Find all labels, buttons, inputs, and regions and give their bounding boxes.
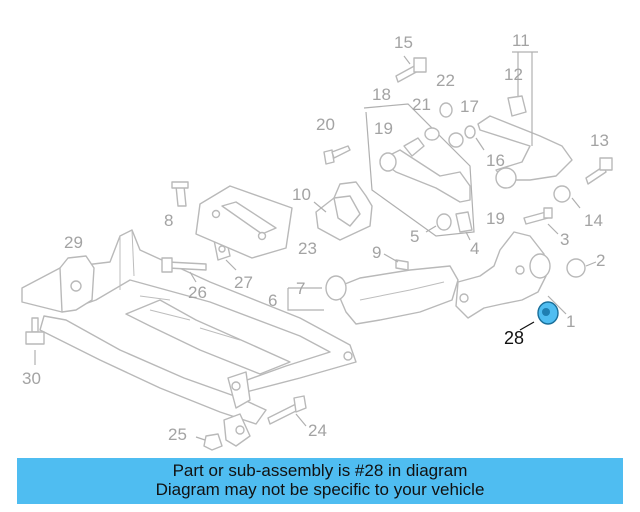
link-23	[195, 185, 293, 259]
bolt-8	[171, 181, 189, 207]
callout-3: 3	[560, 230, 569, 249]
callout-21: 21	[412, 95, 431, 114]
callout-4: 4	[470, 239, 479, 258]
lower-arm	[287, 265, 459, 325]
bushing-14	[553, 185, 581, 209]
bushing-5	[425, 213, 452, 233]
bolt-30	[25, 317, 45, 365]
bolt-3	[523, 207, 559, 235]
callout-16: 16	[486, 151, 505, 170]
knuckle	[455, 231, 567, 319]
bolt-26	[161, 257, 207, 283]
callout-28: 28	[504, 328, 524, 348]
callout-26: 26	[188, 283, 207, 302]
callout-18: 18	[372, 85, 391, 104]
callout-7: 7	[296, 279, 305, 298]
bolt-13	[585, 157, 613, 185]
callout-29: 29	[64, 233, 83, 252]
callout-8: 8	[164, 211, 173, 230]
bushing-2	[566, 258, 597, 278]
banner-line-2: Diagram may not be specific to your vehi…	[155, 480, 485, 499]
bolt-24	[267, 395, 307, 427]
callout-11: 11	[512, 31, 530, 50]
bolt-20	[323, 145, 351, 165]
nut-25	[195, 433, 223, 451]
callout-9: 9	[372, 243, 381, 262]
banner-line-1: Part or sub-assembly is #28 in diagram	[172, 461, 468, 480]
callout-25: 25	[168, 425, 187, 444]
nut-28-highlighted[interactable]	[519, 301, 559, 331]
callout-13: 13	[590, 131, 609, 150]
bracket-4	[455, 211, 473, 241]
callout-20: 20	[316, 115, 335, 134]
washer-21	[424, 127, 440, 141]
callout-6: 6	[268, 291, 277, 310]
callout-1: 1	[566, 312, 575, 331]
bushing-16	[464, 125, 485, 151]
callout-24: 24	[308, 421, 327, 440]
callout-30: 30	[22, 369, 41, 388]
callout-17: 17	[460, 97, 479, 116]
callout-15: 15	[394, 33, 413, 52]
callout-22: 22	[436, 71, 455, 90]
info-banner: Part or sub-assembly is #28 in diagram D…	[17, 458, 623, 504]
callout-19-a: 19	[374, 119, 393, 138]
callout-27: 27	[234, 273, 253, 292]
callout-12: 12	[504, 65, 523, 84]
mount-10	[313, 181, 373, 241]
upper-link	[477, 51, 573, 189]
callout-14: 14	[584, 211, 603, 230]
callout-2: 2	[596, 251, 605, 270]
callout-10: 10	[292, 185, 311, 204]
bushing-17	[448, 132, 464, 148]
bolt-9	[383, 253, 409, 271]
callout-labels: 1 2 3 4 5 6 7 8 9 10 11 12 13 14 15 16 1…	[22, 31, 609, 444]
callout-19-b: 19	[486, 209, 505, 228]
nut-22	[439, 102, 453, 118]
bolt-15	[395, 55, 427, 83]
callout-23: 23	[298, 239, 317, 258]
callout-5: 5	[410, 227, 419, 246]
rear-subframe	[21, 229, 357, 447]
parts-diagram: 1 2 3 4 5 6 7 8 9 10 11 12 13 14 15 16 1…	[21, 31, 613, 451]
group-18	[363, 103, 475, 237]
